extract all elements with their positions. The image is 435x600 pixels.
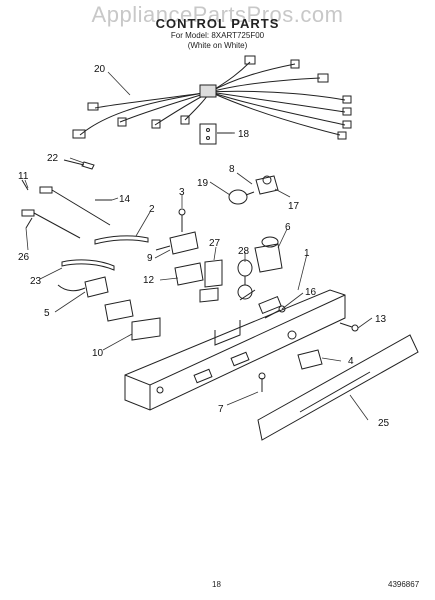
callout-20: 20 bbox=[94, 64, 106, 75]
switch-part-12 bbox=[104, 262, 204, 322]
callout-19: 19 bbox=[197, 178, 209, 189]
callout-17: 17 bbox=[288, 201, 300, 212]
strip-part-2 bbox=[94, 235, 149, 245]
callout-6: 6 bbox=[285, 222, 291, 233]
page-number: 18 bbox=[212, 580, 221, 589]
screw-part-13 bbox=[339, 322, 359, 332]
switch-part-5 bbox=[57, 276, 109, 298]
strip-part-23 bbox=[61, 259, 115, 271]
callout-9: 9 bbox=[147, 253, 153, 264]
callout-3: 3 bbox=[179, 187, 185, 198]
callout-7: 7 bbox=[218, 404, 224, 415]
callout-26: 26 bbox=[18, 252, 30, 263]
label-part-10 bbox=[131, 317, 161, 341]
light-bulb-part-19 bbox=[228, 189, 255, 205]
callout-23: 23 bbox=[30, 276, 42, 287]
callout-2: 2 bbox=[149, 204, 155, 215]
callout-4: 4 bbox=[348, 356, 354, 367]
callout-5: 5 bbox=[44, 308, 50, 319]
screw-part-22 bbox=[63, 159, 95, 170]
bracket-part-4 bbox=[297, 349, 323, 370]
color-subtitle: (White on White) bbox=[187, 41, 248, 50]
diagram-title: CONTROL PARTS bbox=[155, 16, 280, 31]
wiring-harness bbox=[72, 55, 352, 140]
callout-18: 18 bbox=[238, 129, 250, 140]
switch-part-9 bbox=[155, 231, 199, 255]
callout-14: 14 bbox=[119, 194, 131, 205]
document-number: 4396867 bbox=[388, 580, 420, 589]
callout-27: 27 bbox=[209, 238, 221, 249]
callout-12: 12 bbox=[143, 275, 155, 286]
plate-part-18 bbox=[199, 123, 234, 145]
label-part-27 bbox=[204, 259, 223, 288]
sensor-tubes bbox=[21, 179, 112, 239]
control-part-6 bbox=[254, 236, 283, 273]
screw-part-3 bbox=[178, 208, 186, 232]
callout-11: 11 bbox=[18, 171, 29, 182]
model-subtitle: For Model: 8XART725F00 bbox=[170, 31, 265, 40]
socket-part-17 bbox=[255, 175, 279, 195]
callout-1: 1 bbox=[304, 248, 310, 259]
callout-13: 13 bbox=[375, 314, 387, 325]
panel-part-25 bbox=[257, 334, 419, 441]
callout-25: 25 bbox=[378, 418, 390, 429]
screw-part-16 bbox=[264, 305, 286, 319]
control-housing-part-1 bbox=[124, 289, 346, 411]
screw-part-7 bbox=[258, 372, 266, 392]
callout-8: 8 bbox=[229, 164, 235, 175]
callout-10: 10 bbox=[92, 348, 104, 359]
watermark: AppliancePartsPros.com bbox=[91, 2, 344, 27]
callout-28: 28 bbox=[238, 246, 250, 257]
callout-16: 16 bbox=[305, 287, 317, 298]
callout-22: 22 bbox=[47, 153, 59, 164]
